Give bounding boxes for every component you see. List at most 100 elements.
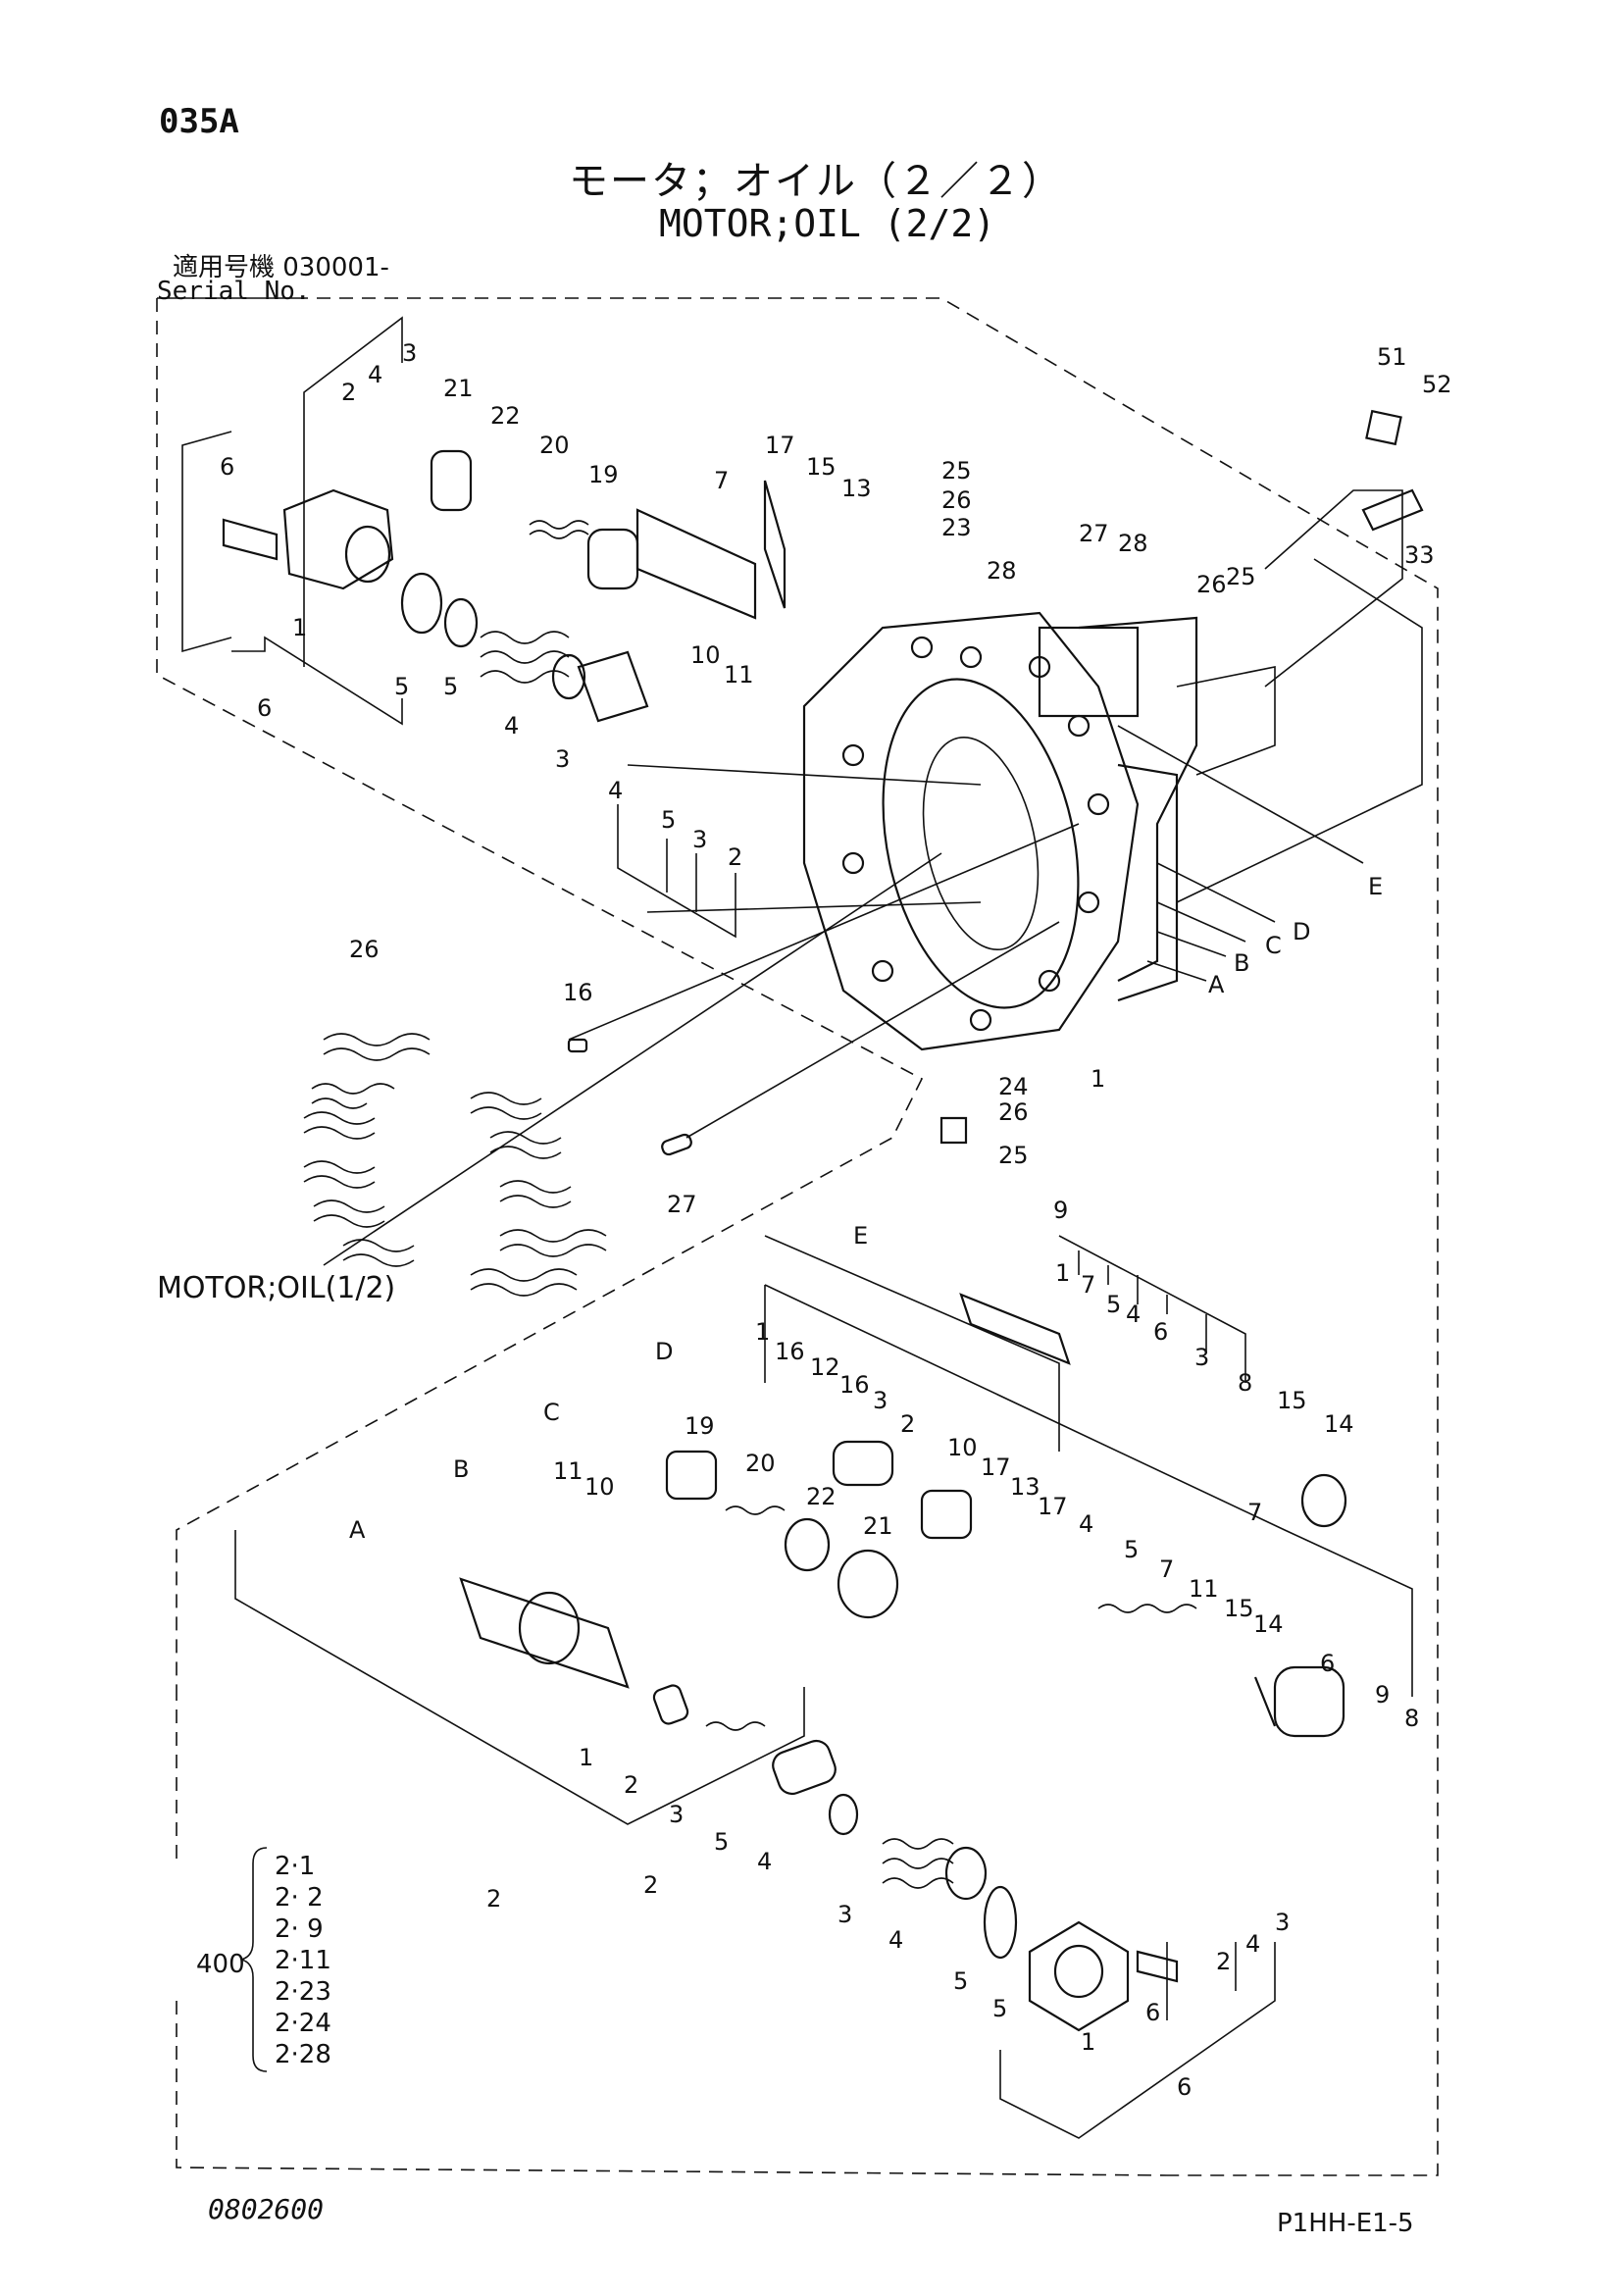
reference-label: MOTOR;OIL(1/2)	[157, 1271, 396, 1305]
letter-label: C	[1265, 932, 1282, 959]
callout-number: 4	[1079, 1510, 1093, 1538]
plug-25-lower	[939, 1116, 968, 1145]
callout-number: 4	[1126, 1301, 1141, 1328]
serial-label-english: Serial No.	[157, 277, 311, 306]
callout-number: 2	[1216, 1948, 1231, 1975]
callout-number: 10	[947, 1434, 978, 1461]
bolt-33	[1361, 488, 1424, 532]
callout-number: 22	[490, 402, 521, 430]
pin-27	[661, 1133, 692, 1156]
serial-label-japanese: 適用号機 030001-	[173, 253, 389, 282]
callout-number: 2	[341, 379, 356, 406]
callout-number: 1	[292, 614, 307, 641]
callout-number: 4	[608, 777, 623, 804]
callout-number: 13	[841, 475, 872, 502]
callout-number: 24	[998, 1073, 1029, 1100]
callout-number: 19	[588, 461, 619, 488]
callout-number: 28	[1118, 530, 1148, 557]
callout-number: 20	[745, 1450, 776, 1477]
letter-label: B	[453, 1455, 469, 1483]
callout-number: 14	[1253, 1610, 1284, 1638]
lower-valve-group	[234, 1235, 1413, 2139]
kit-quantity: 400	[196, 1950, 245, 1979]
spring-pile	[303, 1033, 607, 1297]
kit-brace	[240, 1847, 268, 2072]
callout-number: 2	[624, 1771, 638, 1799]
callout-number: 17	[981, 1454, 1011, 1481]
callout-number: 7	[1081, 1271, 1095, 1299]
callout-number: 16	[839, 1371, 870, 1399]
callout-number: 4	[1245, 1930, 1260, 1958]
callout-number: 33	[1404, 541, 1435, 569]
boundary-lower	[176, 1687, 1168, 2176]
callout-number: 51	[1377, 343, 1407, 371]
callout-number: 4	[504, 712, 519, 740]
callout-number: 11	[724, 661, 754, 689]
callout-number: 1	[1081, 2028, 1095, 2056]
callout-number: 3	[837, 1901, 852, 1928]
callout-number: 11	[553, 1457, 584, 1485]
callout-number: 5	[1106, 1291, 1121, 1318]
title-english: MOTOR;OIL (2/2)	[659, 202, 996, 245]
boundary-left	[156, 298, 924, 1687]
callout-number: 17	[765, 432, 795, 459]
callout-number: 26	[941, 486, 972, 514]
callout-number: 25	[1226, 563, 1256, 590]
letter-label: A	[349, 1516, 366, 1544]
page-code: 035A	[159, 102, 239, 141]
callout-number: 15	[1277, 1387, 1307, 1414]
boundary-upper	[294, 297, 1439, 2176]
callout-number: 21	[863, 1512, 893, 1540]
callout-number: 10	[690, 641, 721, 669]
callout-number: 4	[888, 1926, 903, 1954]
callout-number: 3	[1194, 1344, 1209, 1371]
letter-label: A	[1208, 971, 1225, 998]
callout-number: 2	[486, 1885, 501, 1913]
callout-number: 3	[1275, 1909, 1290, 1936]
callout-number: 25	[941, 457, 972, 485]
callout-number: 5	[1124, 1536, 1139, 1563]
letter-labels: E D C B A E D C B A	[349, 873, 1383, 1544]
callout-number: 16	[775, 1338, 805, 1365]
plate-51	[1365, 409, 1402, 446]
callout-number: 27	[1079, 520, 1109, 547]
callout-number: 2	[643, 1871, 658, 1899]
shaft-line-2	[568, 823, 1080, 1041]
callout-number: 12	[810, 1353, 840, 1381]
callout-numbers: 3 4 2 21 22 20 19 7 17 15 13 25 26 23 27…	[220, 339, 1452, 2101]
callout-number: 9	[1375, 1681, 1390, 1709]
callout-number: 1	[579, 1744, 593, 1771]
callout-number: 2	[728, 843, 742, 871]
callout-number: 28	[987, 557, 1017, 585]
callout-number: 14	[1324, 1410, 1354, 1438]
kit-item: 2·11	[275, 1946, 331, 1975]
sheet-id: P1HH-E1-5	[1277, 2209, 1414, 2238]
callout-number: 20	[539, 432, 570, 459]
callout-number: 6	[1145, 1999, 1160, 2026]
callout-number: 6	[1153, 1318, 1168, 1346]
callout-number: 5	[953, 1967, 968, 1995]
callout-number: 1	[755, 1318, 770, 1346]
callout-number: 23	[941, 514, 972, 541]
kit-item: 2·1	[275, 1852, 316, 1881]
callout-number: 3	[692, 826, 707, 853]
callout-number: 16	[563, 979, 593, 1006]
callout-number: 10	[584, 1473, 615, 1501]
callout-number: 3	[555, 745, 570, 773]
letter-label: E	[1368, 873, 1383, 900]
drawing-number: 0802600	[208, 2193, 325, 2225]
callout-number: 5	[394, 673, 409, 700]
letter-label: B	[1234, 949, 1249, 977]
leader-c	[1156, 901, 1246, 943]
leader-d	[1156, 862, 1276, 923]
spring-upper	[480, 520, 589, 684]
callout-number: 19	[685, 1412, 715, 1440]
pin-16	[567, 1038, 588, 1053]
callout-number: 15	[1224, 1595, 1254, 1622]
callout-number: 6	[220, 453, 234, 481]
callout-number: 6	[257, 694, 272, 722]
kit-item: 2·24	[275, 2009, 331, 2038]
callout-number: 27	[667, 1191, 697, 1218]
callout-number: 7	[714, 467, 729, 494]
